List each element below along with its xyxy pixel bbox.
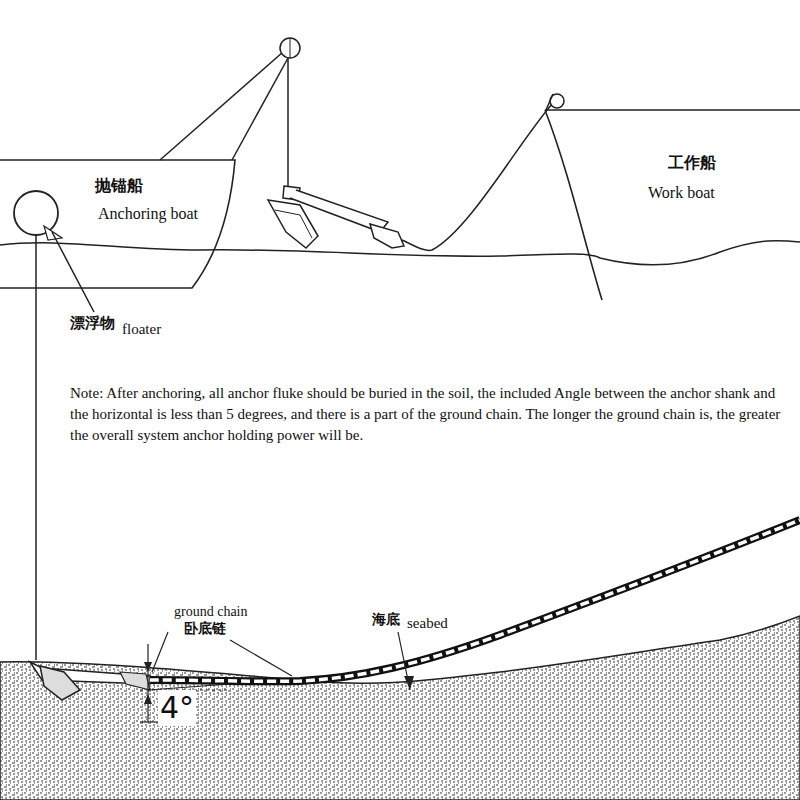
part-label: 海底: [370, 612, 402, 629]
part-label: ground chain: [172, 604, 249, 621]
part-label: 4°: [158, 690, 196, 726]
boat-label: 抛锚船: [95, 176, 143, 195]
boat-label: 工作船: [668, 153, 716, 172]
boat-hull: 工作船 Work boat: [540, 95, 800, 305]
boat-hull: 抛锚船 Anchoring boat: [0, 158, 240, 292]
boat-label: Anchoring boat: [98, 204, 198, 223]
boat-label: Work boat: [648, 183, 715, 202]
part-label: floater: [122, 320, 161, 338]
part-label: seabed: [405, 614, 450, 632]
part-label: 漂浮物: [70, 314, 115, 332]
note-text: Note: After anchoring, all anchor fluke …: [70, 383, 788, 446]
part-label: 卧底链: [182, 621, 228, 638]
